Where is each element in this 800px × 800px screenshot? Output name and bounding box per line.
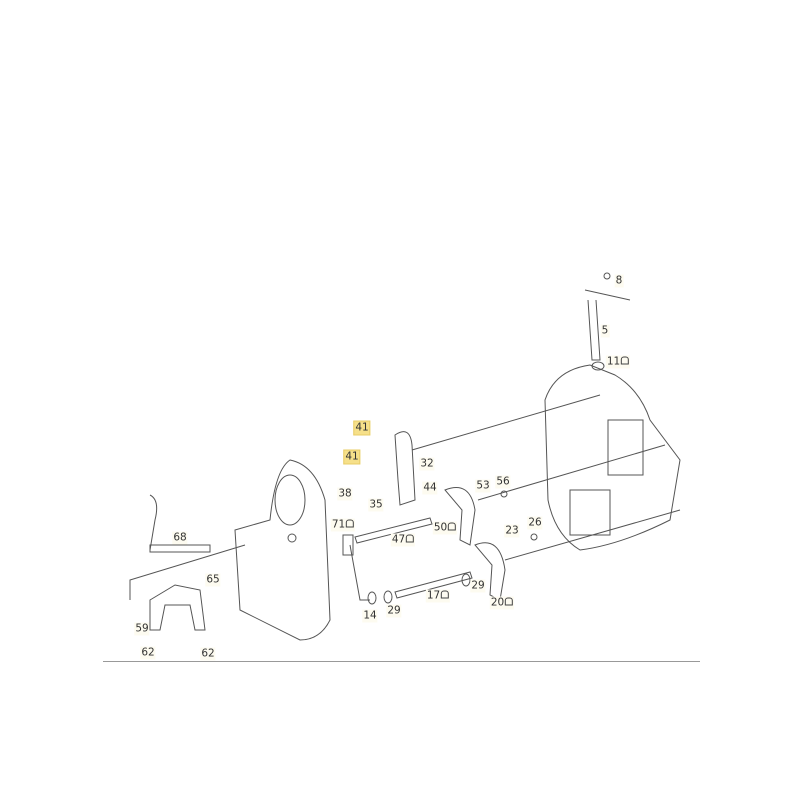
part-label-32[interactable]: 32 <box>419 457 435 471</box>
part-label-44[interactable]: 44 <box>422 481 438 495</box>
part-label-11[interactable]: 11 <box>605 355 631 369</box>
part-label-68[interactable]: 68 <box>172 531 188 545</box>
part-number: 41 <box>345 450 359 463</box>
part-number: 11 <box>606 355 621 368</box>
part-number: 44 <box>423 481 437 494</box>
front-housing <box>234 459 331 641</box>
part-number: 17 <box>426 589 441 602</box>
marker-icon <box>441 590 450 599</box>
part-label-53[interactable]: 53 <box>475 479 491 493</box>
part-number: 29 <box>387 604 401 617</box>
part-label-29[interactable]: 29 <box>470 579 486 593</box>
part-label-5[interactable]: 5 <box>600 324 610 338</box>
marker-icon <box>505 597 514 606</box>
part-label-62[interactable]: 62 <box>200 647 216 661</box>
part-label-62[interactable]: 62 <box>140 646 156 660</box>
part-number: 23 <box>505 524 519 537</box>
part-number: 14 <box>363 609 377 622</box>
part-number: 8 <box>615 274 623 287</box>
part-number: 68 <box>173 531 187 544</box>
part-number: 53 <box>476 479 490 492</box>
fork-32 <box>394 431 416 506</box>
part-label-20[interactable]: 20 <box>489 596 515 610</box>
part-label-38[interactable]: 38 <box>337 487 353 501</box>
part-label-35[interactable]: 35 <box>368 498 384 512</box>
part-number: 29 <box>471 579 485 592</box>
part-number: 47 <box>391 533 406 546</box>
part-number: 65 <box>206 573 220 586</box>
fork-59 <box>149 584 206 631</box>
part-label-26[interactable]: 26 <box>527 516 543 530</box>
part-label-65[interactable]: 65 <box>205 573 221 587</box>
part-label-71[interactable]: 71 <box>330 518 356 532</box>
part-label-23[interactable]: 23 <box>504 524 520 538</box>
marker-icon <box>346 519 355 528</box>
fork-50 <box>444 487 476 546</box>
part-number: 56 <box>496 475 510 488</box>
part-label-41[interactable]: 41 <box>343 449 361 465</box>
part-number: 62 <box>201 647 215 660</box>
part-number: 5 <box>601 324 609 337</box>
part-label-41[interactable]: 41 <box>353 420 371 436</box>
part-number: 35 <box>369 498 383 511</box>
part-label-56[interactable]: 56 <box>495 475 511 489</box>
part-number: 20 <box>490 596 505 609</box>
part-number: 59 <box>135 622 149 635</box>
rear-housing <box>544 364 681 551</box>
part-number: 41 <box>355 421 369 434</box>
part-number: 71 <box>331 518 346 531</box>
marker-icon <box>448 522 457 531</box>
part-label-17[interactable]: 17 <box>425 589 451 603</box>
part-number: 50 <box>433 521 448 534</box>
part-label-14[interactable]: 14 <box>362 609 378 623</box>
part-number: 62 <box>141 646 155 659</box>
part-number: 26 <box>528 516 542 529</box>
part-number: 38 <box>338 487 352 500</box>
part-number: 32 <box>420 457 434 470</box>
marker-icon <box>406 534 415 543</box>
bottom-rule <box>103 661 700 662</box>
part-label-29[interactable]: 29 <box>386 604 402 618</box>
part-label-50[interactable]: 50 <box>432 521 458 535</box>
part-label-8[interactable]: 8 <box>614 274 624 288</box>
part-label-47[interactable]: 47 <box>390 533 416 547</box>
marker-icon <box>621 356 630 365</box>
part-label-59[interactable]: 59 <box>134 622 150 636</box>
